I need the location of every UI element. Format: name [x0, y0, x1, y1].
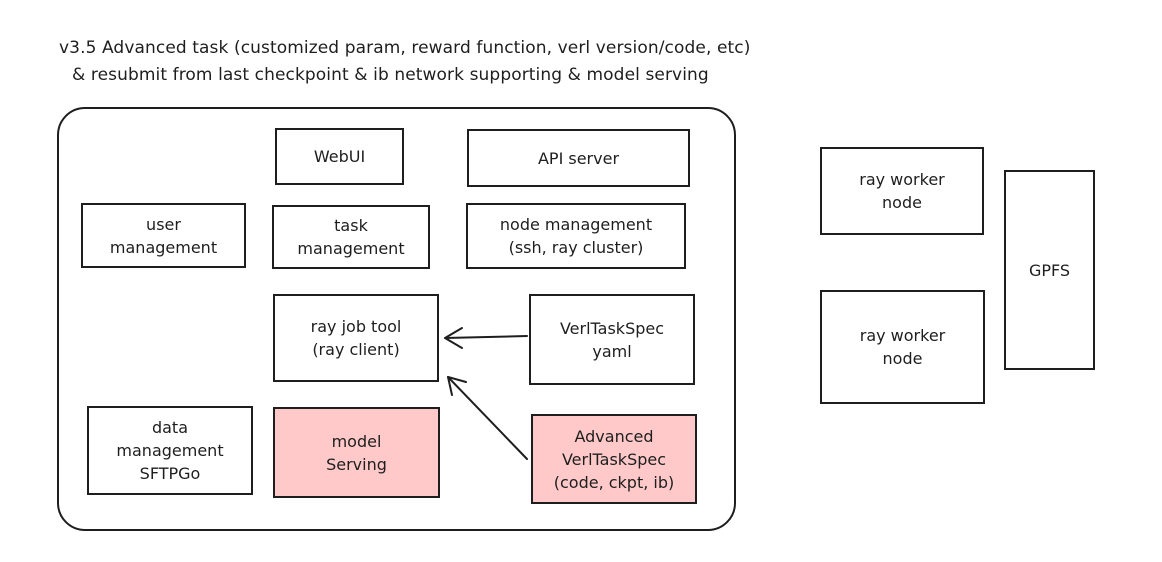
data-management-label-line-1: data	[151, 418, 189, 437]
webui-box: WebUI	[275, 128, 404, 185]
ray-job-tool-label-line-2: (ray client)	[312, 340, 400, 359]
task-management-label-line-1: task	[334, 216, 368, 235]
gpfs-box: GPFS	[1004, 170, 1095, 370]
advanced-verl-task-spec-label-line-2: VerlTaskSpec	[561, 449, 667, 469]
node-management-label-line-2: (ssh, ray cluster)	[508, 238, 644, 257]
verl-task-spec-label-line-2: yaml	[592, 341, 632, 361]
gpfs-label: GPFS	[1028, 260, 1071, 280]
model-serving-label-line-2: Serving	[326, 454, 387, 474]
advanced-verl-task-spec-label-line-1: Advanced	[574, 426, 654, 446]
user-management-label-line-1: user	[146, 214, 181, 234]
diagram-title-line-2: & resubmit from last checkpoint & ib net…	[72, 65, 709, 85]
ray-worker-node-2-box: ray worker node	[820, 290, 985, 404]
model-serving-label-line-1: model	[331, 431, 382, 451]
task-management-box: task management	[272, 205, 430, 269]
platform-container	[57, 107, 736, 531]
verl-task-spec-label-line-1: VerlTaskSpec	[559, 318, 665, 338]
node-management-box: node management (ssh, ray cluster)	[466, 203, 686, 269]
verl-task-spec-box: VerlTaskSpec yaml	[529, 294, 695, 385]
node-management-label-line-1: node management	[499, 215, 653, 234]
model-serving-box: model Serving	[273, 407, 440, 498]
ray-job-tool-label-line-1: ray job tool	[310, 317, 402, 336]
ray-worker-node-1-label-line-1: ray worker	[859, 170, 945, 189]
data-management-label-line-3: SFTPGo	[139, 464, 201, 483]
ray-worker-node-2-label-line-1: ray worker	[859, 326, 946, 345]
user-management-box: user management	[81, 203, 246, 268]
task-management-label-line-2: management	[297, 239, 405, 258]
api-server-label: API server	[537, 148, 620, 168]
api-server-box: API server	[467, 129, 690, 187]
user-management-label-line-2: management	[109, 237, 218, 257]
diagram-title-line-1: v3.5 Advanced task (customized param, re…	[59, 38, 751, 58]
ray-worker-node-1-label-line-2: node	[882, 193, 922, 212]
data-management-label-line-2: management	[116, 441, 224, 460]
advanced-verl-task-spec-box: Advanced VerlTaskSpec (code, ckpt, ib)	[531, 414, 697, 504]
ray-worker-node-1-box: ray worker node	[820, 147, 984, 235]
data-management-box: data management SFTPGo	[87, 406, 253, 495]
advanced-verl-task-spec-label-line-3: (code, ckpt, ib)	[553, 472, 675, 492]
ray-job-tool-box: ray job tool (ray client)	[273, 294, 439, 382]
ray-worker-node-2-label-line-2: node	[882, 349, 923, 368]
webui-label: WebUI	[313, 147, 366, 166]
